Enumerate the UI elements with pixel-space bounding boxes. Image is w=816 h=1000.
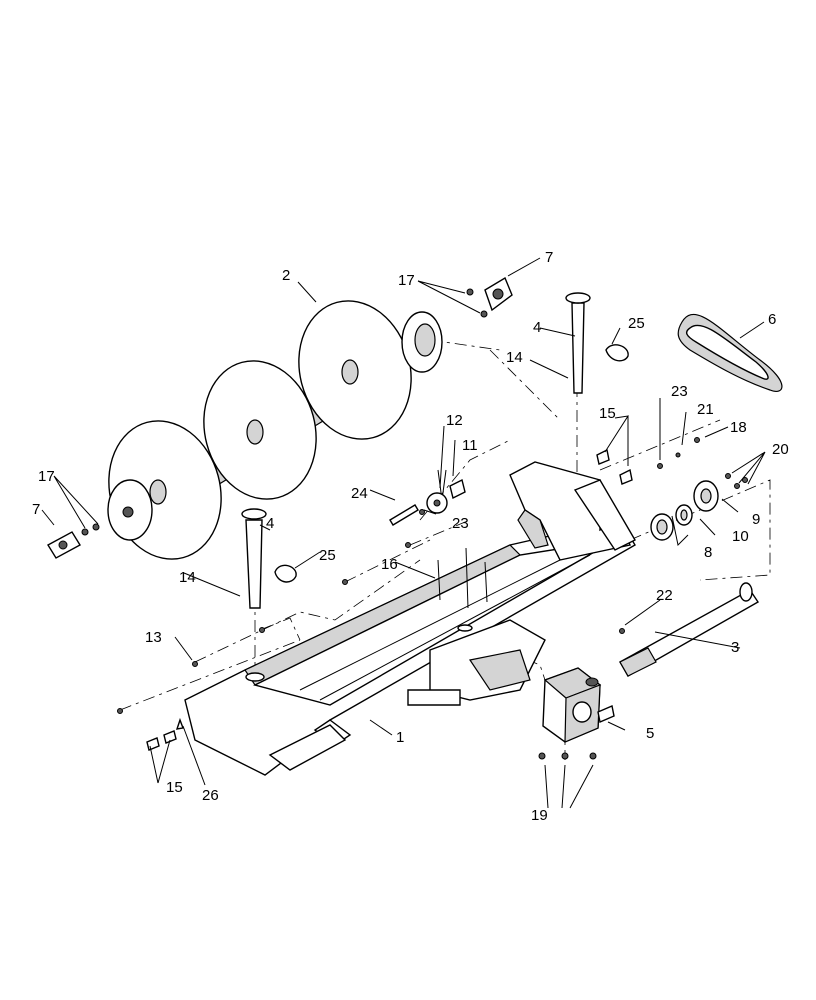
callout-23b: 23 [452, 515, 469, 532]
callout-13: 13 [145, 629, 162, 646]
callout-24: 24 [351, 485, 368, 502]
callout-11: 11 [462, 437, 478, 454]
hardware [81, 288, 748, 760]
callout-2: 2 [282, 267, 290, 284]
bearings [650, 480, 719, 541]
flange-bearing-right [484, 276, 513, 312]
callout-17b: 17 [38, 468, 55, 485]
callout-25b: 25 [319, 547, 336, 564]
callout-4a: 4 [533, 319, 541, 336]
hair-pin-clips [274, 344, 629, 583]
callout-25a: 25 [628, 315, 645, 332]
callout-15b: 15 [166, 779, 183, 796]
disc-rotor [107, 300, 443, 560]
drive-chain [677, 313, 783, 392]
callout-7a: 7 [545, 249, 553, 266]
flange-bearing-left [47, 531, 81, 559]
callout-7b: 7 [32, 501, 40, 518]
callout-18: 18 [730, 419, 747, 436]
callout-12: 12 [446, 412, 463, 429]
gearbox [542, 667, 615, 743]
sprocket-and-spacer [426, 478, 466, 514]
drive-shaft [619, 582, 759, 677]
callout-8: 8 [704, 544, 712, 561]
callout-5: 5 [646, 725, 654, 742]
leader-lines [41, 257, 766, 809]
callout-15a: 15 [599, 405, 616, 422]
main-frame [184, 461, 636, 776]
callout-3: 3 [731, 639, 739, 656]
callout-4b: 4 [266, 515, 274, 532]
callout-9: 9 [752, 511, 760, 528]
callout-14b: 14 [179, 569, 196, 586]
callout-20: 20 [772, 441, 789, 458]
callout-19: 19 [531, 807, 548, 824]
callout-22: 22 [656, 587, 673, 604]
callout-6: 6 [768, 311, 776, 328]
callout-17a: 17 [398, 272, 415, 289]
callout-14a: 14 [506, 349, 523, 366]
callout-labels: 1 2 3 4 4 5 6 7 7 8 9 10 11 12 13 14 14 … [32, 249, 789, 824]
callout-16: 16 [381, 556, 398, 573]
vertical-shafts [241, 292, 591, 609]
callout-10: 10 [732, 528, 749, 545]
callout-1: 1 [396, 729, 404, 746]
callout-26: 26 [202, 787, 219, 804]
callout-21: 21 [697, 401, 714, 418]
callout-23a: 23 [671, 383, 688, 400]
